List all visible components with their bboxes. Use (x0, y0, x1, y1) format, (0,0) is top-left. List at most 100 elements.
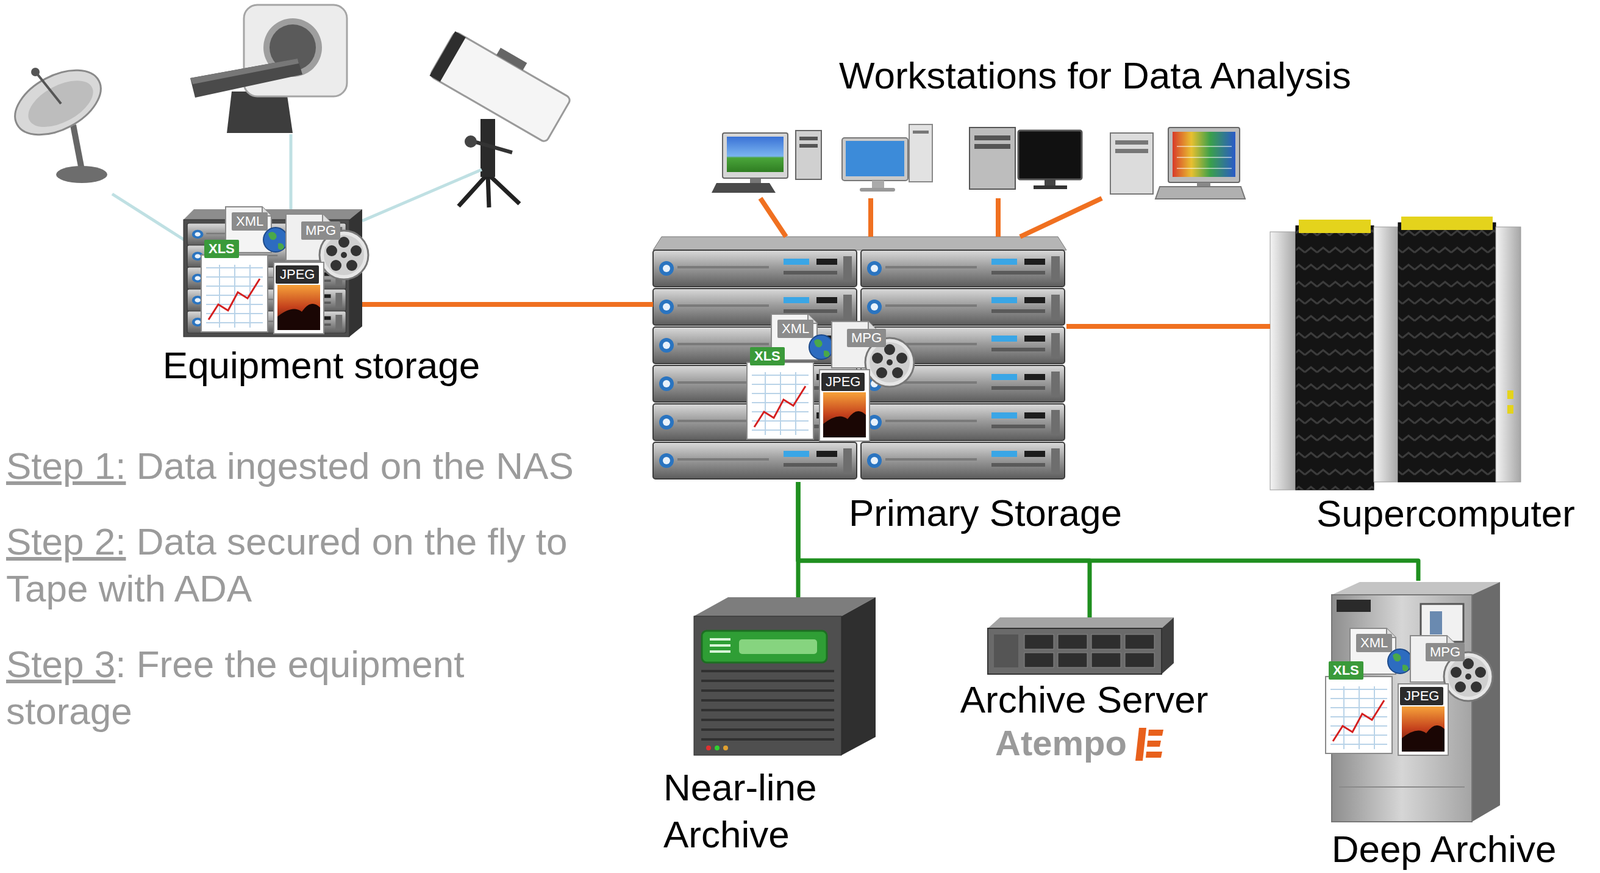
file-type-tag: XML (777, 319, 814, 338)
atempo-logo-mark (1135, 727, 1147, 761)
workstations (871, 180, 885, 190)
atempo-logo-mark (1135, 727, 1164, 761)
workstations (726, 136, 784, 172)
supercomputer (1495, 226, 1521, 482)
workstations (711, 124, 1246, 199)
satellite-dish (31, 67, 40, 77)
rack-server (1057, 652, 1088, 668)
supercomputer: Supercomputer (1270, 216, 1521, 490)
supercomputer (1298, 219, 1371, 233)
node-caption: Near-line Archive (663, 763, 859, 858)
tower-server (723, 745, 729, 750)
near-line-archive: Near-line Archive (693, 596, 876, 755)
tape-library (1336, 599, 1371, 612)
step-note: Step 3: Free the equipment storage (6, 640, 513, 735)
workstations (1018, 130, 1082, 180)
tower-server (706, 745, 711, 750)
satellite-dish (56, 165, 108, 183)
connector-line (1066, 323, 1271, 329)
connector-line (760, 198, 786, 237)
rack-server (1161, 617, 1174, 674)
tower-server (693, 615, 842, 755)
node-caption: Archive Server (960, 677, 1209, 721)
connector-line (1020, 198, 1102, 237)
primary-storage-array (653, 236, 1067, 250)
file-type-tag: XML (231, 212, 268, 231)
file-icons (746, 314, 915, 441)
connector-line (995, 198, 1001, 237)
workstations (1115, 148, 1149, 154)
tower-server (709, 637, 731, 641)
step-number: Step 3 (6, 642, 116, 685)
file-type-tag: MPG (301, 221, 341, 240)
rack-server (1091, 634, 1121, 649)
step-number: Step 1: (6, 444, 126, 487)
ct-scanner (190, 58, 299, 85)
step-number: Step 2: (6, 520, 126, 563)
satellite-dish (36, 73, 61, 104)
device-link (289, 134, 293, 211)
logo-text: Atempo (995, 723, 1127, 763)
supercomputer (1270, 231, 1296, 490)
tower-server (841, 596, 876, 755)
workstations (799, 143, 818, 148)
rack-server (1024, 652, 1054, 668)
tower-server (693, 596, 876, 755)
workstations (969, 127, 1016, 190)
connector-line (362, 301, 654, 307)
tape-library (1339, 785, 1465, 788)
supercomputer (1398, 222, 1496, 482)
tape-library (1471, 581, 1500, 822)
tape-library (1331, 581, 1500, 595)
primary-storage-array (860, 288, 1065, 325)
rack-server (1125, 634, 1155, 649)
rack-server (1125, 652, 1155, 668)
tower-server (701, 669, 835, 742)
primary-storage-array (860, 442, 1065, 479)
telescope (429, 23, 576, 143)
telescope (429, 31, 466, 82)
node-caption: Equipment storage (162, 343, 480, 387)
primary-storage-array (653, 288, 857, 325)
step-note: Step 1:Data ingested on the NAS (6, 442, 616, 490)
telescope (464, 135, 477, 148)
nas-server (183, 209, 363, 220)
supercomputer (1507, 390, 1514, 399)
file-type-tag: MPG (1425, 642, 1465, 661)
satellite-dish (73, 125, 82, 170)
workstations (859, 187, 896, 192)
workstations (799, 136, 818, 141)
node-caption: Primary Storage (848, 490, 1122, 535)
telescope (429, 31, 572, 143)
ct-scanner (190, 58, 303, 98)
workstations (974, 143, 1011, 149)
workstations (722, 132, 788, 179)
workstations (795, 130, 822, 180)
tower-server (701, 630, 827, 663)
node-caption: Deep Archive (1331, 828, 1557, 870)
ct-scanner (190, 4, 347, 133)
rack-server (1091, 652, 1121, 668)
telescope (487, 173, 520, 204)
ct-scanner (226, 91, 293, 133)
rack-server (987, 628, 1162, 674)
workstations (909, 124, 933, 182)
workstations (1176, 146, 1232, 169)
satellite-dish (4, 56, 112, 183)
archive-server: Archive Server (987, 617, 1174, 674)
file-icons (201, 206, 369, 334)
rack-server (1057, 634, 1088, 649)
telescope (429, 23, 576, 208)
workstations (1033, 185, 1068, 190)
node-caption: Supercomputer (1316, 491, 1575, 535)
workstations (845, 140, 905, 177)
telescope (487, 173, 490, 208)
workstations (1168, 127, 1240, 183)
device-link (112, 193, 186, 241)
file-type-tag: JPEG (1400, 686, 1444, 705)
rack-server (993, 634, 1019, 668)
primary-storage-array (860, 250, 1065, 287)
file-type-tag: XLS (1328, 660, 1364, 680)
